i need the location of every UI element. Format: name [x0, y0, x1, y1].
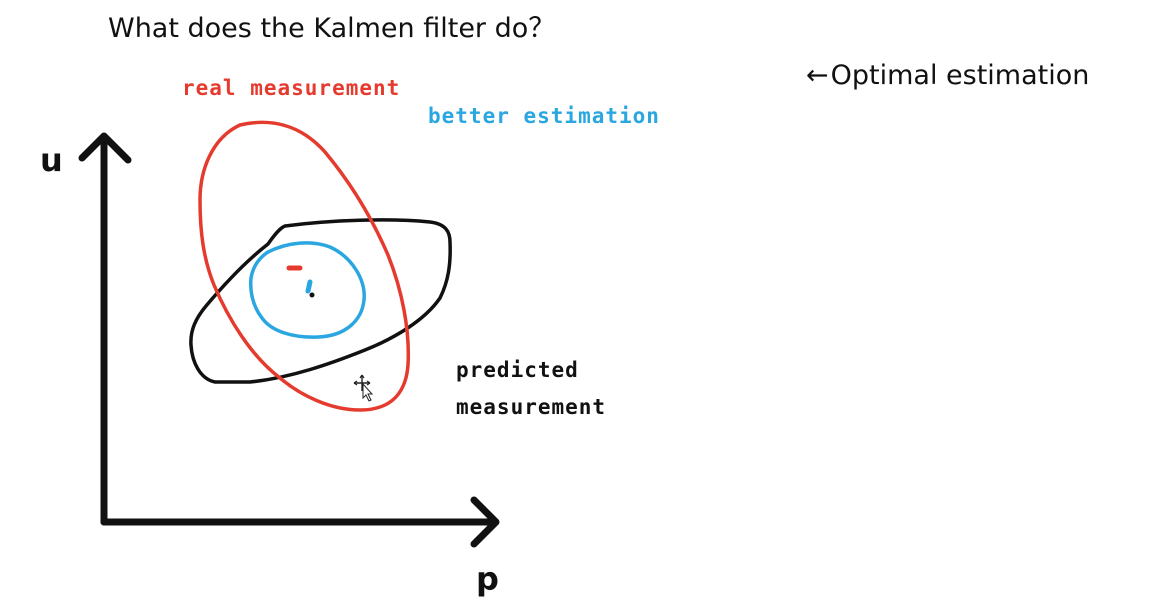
- predicted-label-line2: measurement: [456, 395, 607, 419]
- predicted-measurement-label: predicted measurement: [456, 352, 606, 426]
- vertical-axis-label: u: [40, 141, 63, 179]
- predicted-measurement-ellipse: [189, 218, 452, 384]
- horizontal-axis-arrowhead: [470, 496, 500, 548]
- real-measurement-ellipse: [198, 120, 411, 412]
- real-measurement-label: real measurement: [182, 76, 401, 100]
- optimal-estimation-note: ←Optimal estimation: [806, 60, 1089, 91]
- optimal-estimation-text: Optimal estimation: [830, 60, 1090, 91]
- left-arrow-icon: ←: [806, 60, 829, 91]
- horizontal-axis-label: p: [476, 560, 499, 598]
- slide-title: What does the Kalmen filter do？: [108, 13, 556, 44]
- better-estimation-label: better estimation: [428, 104, 660, 128]
- better-estimation-mark: [305, 279, 313, 294]
- vertical-axis-arrowhead: [78, 132, 132, 164]
- predicted-measurement-mark: [309, 292, 315, 298]
- axes: [78, 132, 500, 548]
- move-cursor-icon: [353, 374, 374, 402]
- predicted-label-line1: predicted: [456, 358, 579, 382]
- better-estimation-circle: [249, 241, 366, 339]
